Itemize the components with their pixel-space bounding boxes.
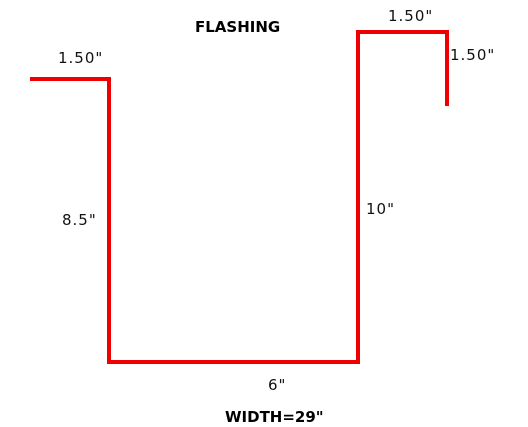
flashing-profile-line xyxy=(30,30,449,364)
end-lip-dimension: 1.50" xyxy=(450,46,496,64)
top-flange-dimension: 1.50" xyxy=(388,7,434,25)
left-wall-dimension: 8.5" xyxy=(62,211,97,229)
right-wall-dimension: 10" xyxy=(366,200,395,218)
bottom-dimension: 6" xyxy=(268,376,287,394)
total-width-label: WIDTH=29" xyxy=(225,408,324,426)
left-flange-dimension: 1.50" xyxy=(58,49,104,67)
diagram-title: FLASHING xyxy=(195,18,281,36)
